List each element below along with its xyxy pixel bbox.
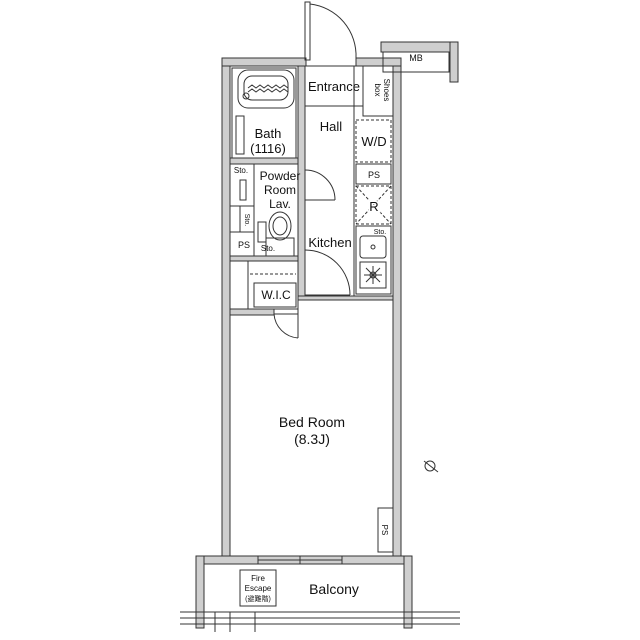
ps-label-left: PS bbox=[238, 240, 250, 250]
wall-top-left bbox=[221, 57, 307, 67]
wall-kitchen-bottom bbox=[297, 295, 394, 301]
wic-door bbox=[273, 308, 299, 339]
escape-floor-label: (避難階) bbox=[245, 594, 271, 603]
balcony-label: Balcony bbox=[309, 581, 359, 597]
meter-box: MB bbox=[380, 41, 459, 83]
storage-label-2: Sto. bbox=[243, 214, 250, 227]
storage-label-1: Sto. bbox=[234, 166, 248, 175]
bath-room: Bath (1116) bbox=[231, 67, 297, 159]
kitchen-label: Kitchen bbox=[308, 235, 351, 250]
north-arrow-icon bbox=[423, 460, 439, 473]
stove-icon bbox=[359, 261, 387, 289]
pipe-space-bedroom: PS bbox=[377, 507, 394, 553]
powder-room-door bbox=[304, 169, 336, 201]
pipe-space: PS bbox=[355, 163, 392, 185]
wall-bath-bottom bbox=[229, 157, 299, 165]
refrigerator-label: R bbox=[369, 199, 378, 214]
wd-label: W/D bbox=[361, 134, 386, 149]
powder-room: Powder Room Lav. Sto. bbox=[257, 169, 301, 257]
toilet-icon bbox=[265, 211, 295, 257]
shoes-label: Shoes bbox=[382, 79, 391, 102]
wall-left bbox=[221, 57, 231, 563]
bedroom-size-label: (8.3J) bbox=[294, 431, 330, 447]
storage-label-3: Sto. bbox=[261, 244, 275, 253]
balcony-railing bbox=[180, 611, 460, 632]
storage-left: Sto. Sto. PS bbox=[229, 163, 255, 257]
hall-label: Hall bbox=[320, 119, 343, 134]
powder-room-label: Room bbox=[264, 183, 296, 197]
entrance-door bbox=[304, 1, 357, 61]
mb-label: MB bbox=[409, 53, 423, 63]
wall-powder-bottom bbox=[229, 255, 299, 262]
entrance-label: Entrance bbox=[308, 79, 360, 94]
walk-in-closet: W.I.C bbox=[229, 260, 299, 310]
bath-label: Bath bbox=[255, 126, 282, 141]
bedroom-label: Bed Room bbox=[279, 414, 345, 430]
washer-dryer-space: W/D bbox=[355, 119, 392, 163]
wall-center-vertical bbox=[297, 65, 306, 301]
shoes-box: Shoes box bbox=[362, 65, 394, 117]
kitchen-counter: Sto. bbox=[355, 225, 392, 295]
box-label: box bbox=[373, 84, 382, 97]
balcony-wall-right bbox=[403, 555, 413, 629]
refrigerator-space: R bbox=[355, 185, 392, 225]
escape-label: Escape bbox=[245, 584, 272, 593]
kitchen-door bbox=[304, 249, 351, 296]
wall-top-right bbox=[355, 57, 402, 67]
powder-label: Powder bbox=[260, 169, 301, 183]
balcony-wall-left bbox=[195, 555, 205, 629]
burner-icon bbox=[364, 266, 382, 284]
lav-label: Lav. bbox=[269, 197, 291, 211]
bathtub-jets bbox=[247, 84, 289, 93]
ps-label-bedroom: PS bbox=[380, 525, 389, 536]
bath-size-label: (1116) bbox=[250, 141, 286, 156]
storage-label-4: Sto. bbox=[374, 229, 387, 236]
wall-right bbox=[392, 57, 402, 563]
wic-label: W.I.C bbox=[261, 288, 291, 302]
balcony-window bbox=[257, 556, 343, 564]
fire-escape-hatch: Fire Escape (避難階) bbox=[239, 569, 277, 607]
wall-wic-bottom bbox=[229, 308, 275, 316]
kitchen-sink-icon bbox=[359, 235, 387, 259]
fire-label: Fire bbox=[251, 574, 265, 583]
ps-label-right: PS bbox=[368, 170, 380, 180]
sink-icon bbox=[257, 221, 267, 243]
